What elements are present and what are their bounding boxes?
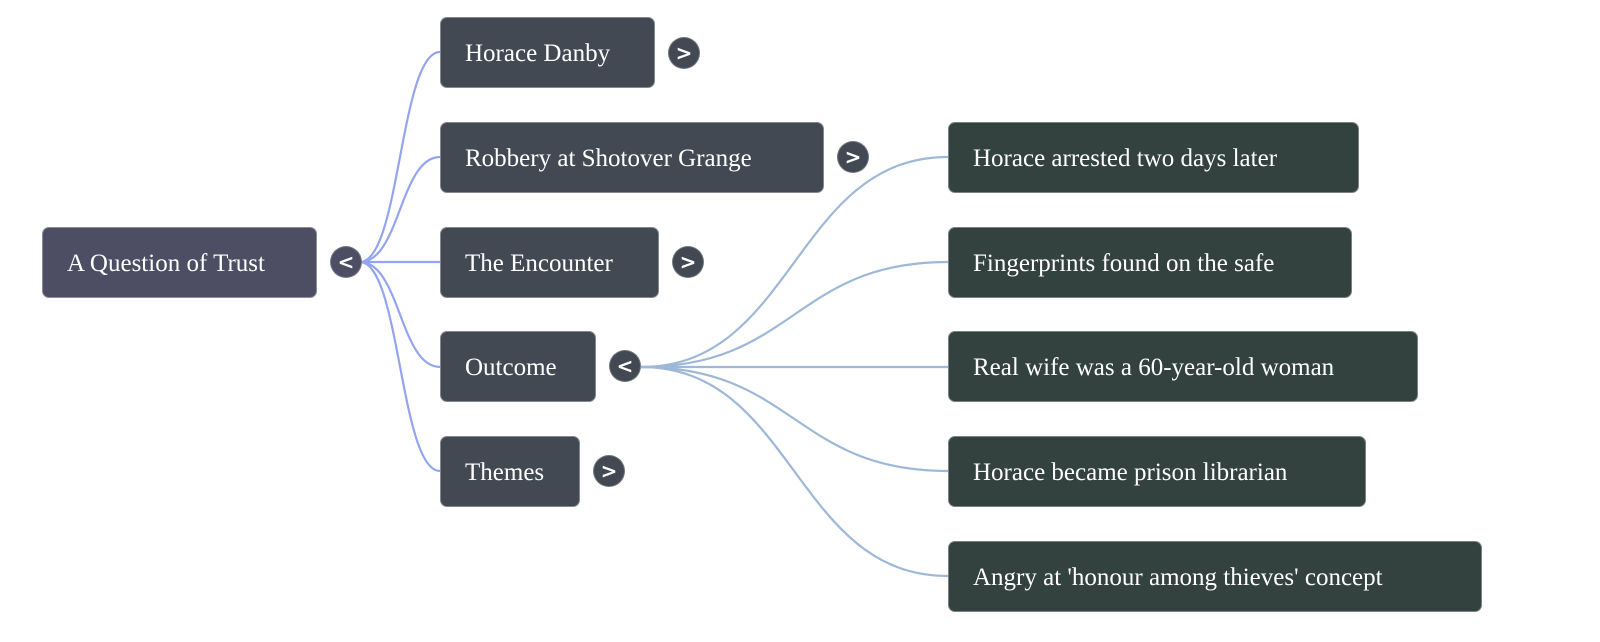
branch-node-the-encounter[interactable]: The Encounter xyxy=(440,227,659,298)
branch-node-themes[interactable]: Themes xyxy=(440,436,580,507)
expand-toggle-icon[interactable]: > xyxy=(668,37,700,69)
leaf-node[interactable]: Fingerprints found on the safe xyxy=(948,227,1352,298)
expand-toggle-icon[interactable]: > xyxy=(837,141,869,173)
root-link xyxy=(359,260,441,473)
collapse-toggle-icon[interactable]: < xyxy=(609,350,641,382)
leaf-node[interactable]: Real wife was a 60-year-old woman xyxy=(948,331,1418,402)
branch-node-outcome[interactable]: Outcome xyxy=(440,331,596,402)
root-link xyxy=(359,50,441,264)
root-link xyxy=(359,155,441,264)
root-node[interactable]: A Question of Trust xyxy=(42,227,317,298)
branch-node-robbery[interactable]: Robbery at Shotover Grange xyxy=(440,122,824,193)
leaf-node[interactable]: Horace arrested two days later xyxy=(948,122,1359,193)
expand-toggle-icon[interactable]: > xyxy=(593,455,625,487)
outcome-link xyxy=(640,260,949,369)
leaf-node[interactable]: Angry at 'honour among thieves' concept xyxy=(948,541,1482,612)
leaf-node[interactable]: Horace became prison librarian xyxy=(948,436,1366,507)
branch-node-horace-danby[interactable]: Horace Danby xyxy=(440,17,655,88)
outcome-link xyxy=(640,155,949,369)
root-link xyxy=(359,260,441,369)
expand-toggle-icon[interactable]: > xyxy=(672,246,704,278)
outcome-link xyxy=(640,365,949,578)
outcome-link xyxy=(640,365,949,473)
root-collapse-toggle-icon[interactable]: < xyxy=(330,246,362,278)
